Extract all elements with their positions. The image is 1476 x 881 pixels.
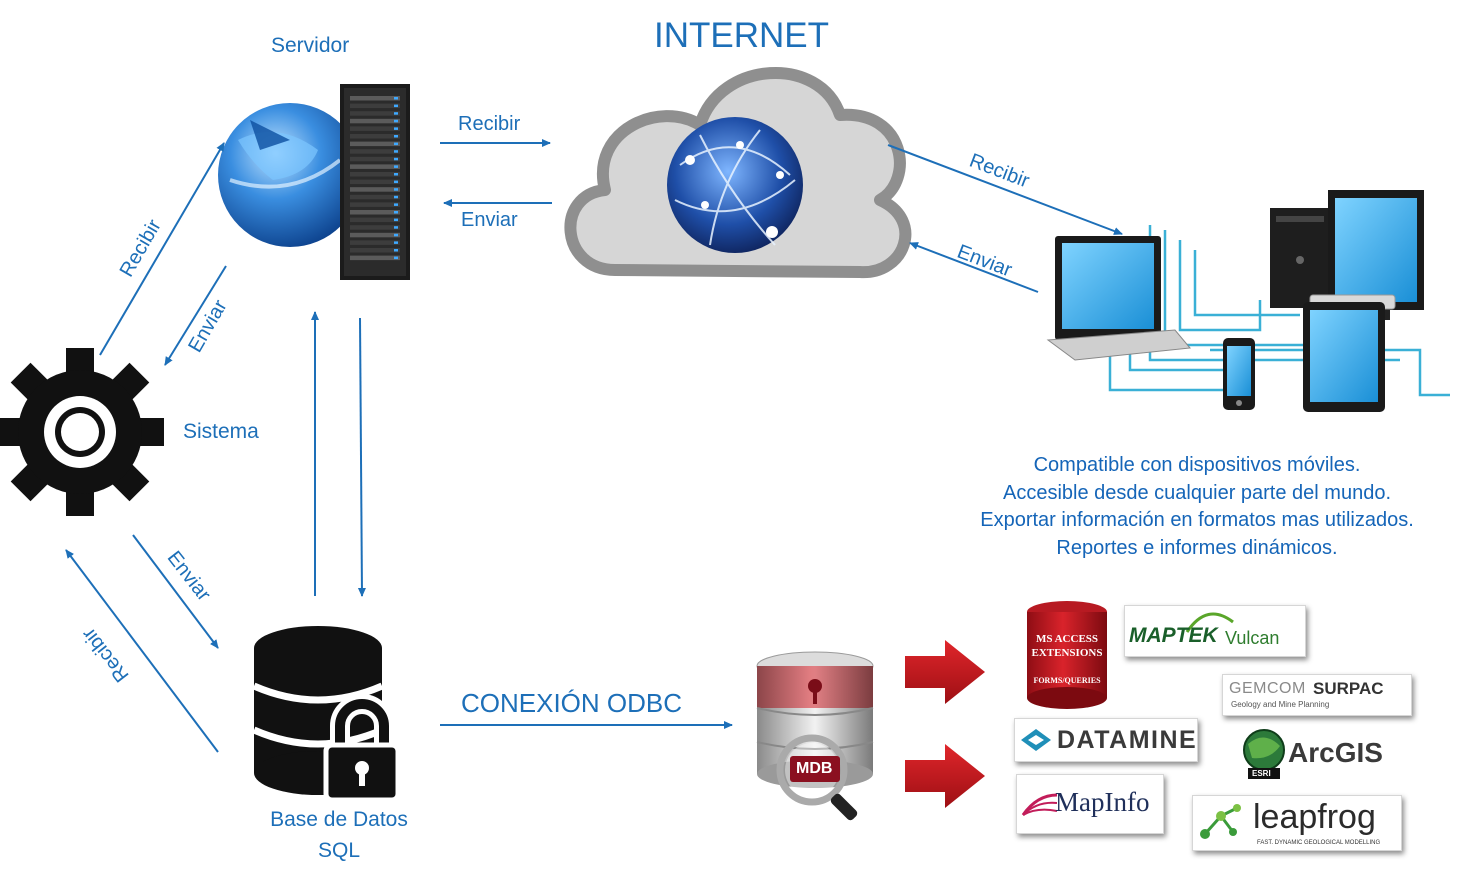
feature-item: Exportar información en formatos mas uti… (980, 509, 1414, 531)
rack-led (394, 150, 398, 153)
rack-led (394, 233, 398, 237)
database-label-line1: Base de Datos (270, 808, 408, 831)
rack-led (394, 127, 398, 130)
rack-led (394, 119, 398, 123)
surpac-sub-text: Geology and Mine Planning (1231, 700, 1330, 709)
rack-led (394, 226, 398, 229)
rack-slot (350, 210, 400, 215)
mapinfo-text: MapInfo (1055, 787, 1150, 817)
leapfrog-logo: leapfrog FAST. DYNAMIC GEOLOGICAL MODELL… (1192, 795, 1402, 851)
red-arrow-icon (905, 744, 985, 808)
leapfrog-sub-text: FAST. DYNAMIC GEOLOGICAL MODELLING (1257, 840, 1381, 846)
rack-led (394, 195, 398, 199)
gemcom-text: GEMCOM (1229, 680, 1306, 697)
ms-access-line3: FORMS/QUERIES (1033, 676, 1101, 685)
rack-slot (350, 187, 400, 192)
rack-slot (350, 232, 400, 238)
rack-slot (350, 179, 400, 185)
odbc-connection-label: CONEXIÓN ODBC (461, 688, 683, 718)
maptek-text: MAPTEK (1129, 624, 1218, 647)
arcgis-logo: ESRI ArcGIS (1240, 728, 1400, 786)
rack-slot (350, 126, 400, 131)
internet-title: INTERNET (654, 16, 829, 55)
rack-led (394, 188, 398, 191)
arrow-server-to-system (164, 265, 227, 366)
database-label-line2: SQL (317, 839, 361, 862)
datamine-text: DATAMINE (1057, 726, 1198, 754)
arrow-label-server-to-internet: Recibir (458, 113, 521, 135)
rack-slot (350, 217, 400, 223)
features-list: Compatible con dispositivos móviles. Acc… (930, 452, 1464, 562)
rack-led (394, 104, 398, 108)
arrow-system-to-server (99, 142, 225, 356)
rack-led (394, 218, 398, 222)
rack-slot (350, 240, 400, 245)
rack-slot (350, 225, 400, 230)
rack-led (394, 135, 398, 138)
red-arrow-icon (905, 640, 985, 704)
arrow-label-internet-to-server: Enviar (461, 209, 518, 231)
gear-icon (0, 348, 164, 516)
arrow-devices-to-internet (909, 242, 1039, 293)
arrow-system-to-db (132, 534, 219, 649)
gemcom-surpac-logo: GEMCOM SURPAC Geology and Mine Planning (1222, 674, 1412, 716)
rack-slot (350, 248, 400, 253)
rack-slot (350, 134, 400, 139)
rack-led (394, 112, 398, 115)
mdb-database-icon (756, 651, 874, 821)
rack-slot (350, 103, 400, 109)
rack-slot (350, 96, 400, 101)
rack-led (394, 165, 398, 168)
mapinfo-logo: MapInfo (1016, 774, 1164, 834)
rack-led (394, 249, 398, 252)
rack-led (394, 211, 398, 214)
mdb-label: MDB (796, 760, 833, 777)
surpac-text: SURPAC (1313, 679, 1384, 698)
rack-slot (350, 255, 400, 261)
system-label: Sistema (183, 420, 259, 443)
arrow-internet-to-devices (887, 144, 1123, 235)
rack-led (394, 97, 398, 100)
arrow-db-to-system (65, 549, 219, 753)
rack-led (394, 180, 398, 184)
rack-slot (350, 172, 400, 177)
rack-slot (350, 111, 400, 116)
ms-access-extensions-logo: MS ACCESS EXTENSIONS FORMS/QUERIES (1026, 600, 1108, 710)
rack-slot (350, 164, 400, 169)
rack-slot (350, 149, 400, 154)
rack-slot (350, 141, 400, 147)
rack-led (394, 241, 398, 244)
datamine-logo: DATAMINE (1014, 718, 1198, 762)
rack-led (394, 203, 398, 206)
rack-led (394, 142, 398, 146)
database-lock-icon (252, 626, 401, 803)
maptek-vulcan-logo: MAPTEK Vulcan (1124, 605, 1306, 657)
rack-slot (350, 118, 400, 124)
esri-text: ESRI (1252, 769, 1271, 778)
rack-slot (350, 194, 400, 200)
vulcan-text: Vulcan (1225, 628, 1280, 648)
rack-led (394, 157, 398, 161)
ms-access-line1: MS ACCESS (1035, 633, 1099, 645)
arcgis-text: ArcGIS (1288, 737, 1383, 768)
rack-slot (350, 202, 400, 207)
internet-cloud-icon (564, 67, 912, 279)
feature-item: Compatible con dispositivos móviles. (1033, 454, 1361, 476)
arrow-server-to-db (357, 317, 366, 597)
rack-led (394, 256, 398, 260)
feature-item: Reportes e informes dinámicos. (1056, 536, 1338, 559)
server-label: Servidor (271, 34, 350, 57)
leapfrog-text: leapfrog (1253, 798, 1376, 836)
devices-icon (1046, 190, 1450, 412)
rack-led (394, 173, 398, 176)
server-icon (218, 84, 410, 280)
rack-slot (350, 156, 400, 162)
feature-item: Accesible desde cualquier parte del mund… (1002, 481, 1392, 504)
ms-access-line2: EXTENSIONS (1031, 647, 1103, 659)
